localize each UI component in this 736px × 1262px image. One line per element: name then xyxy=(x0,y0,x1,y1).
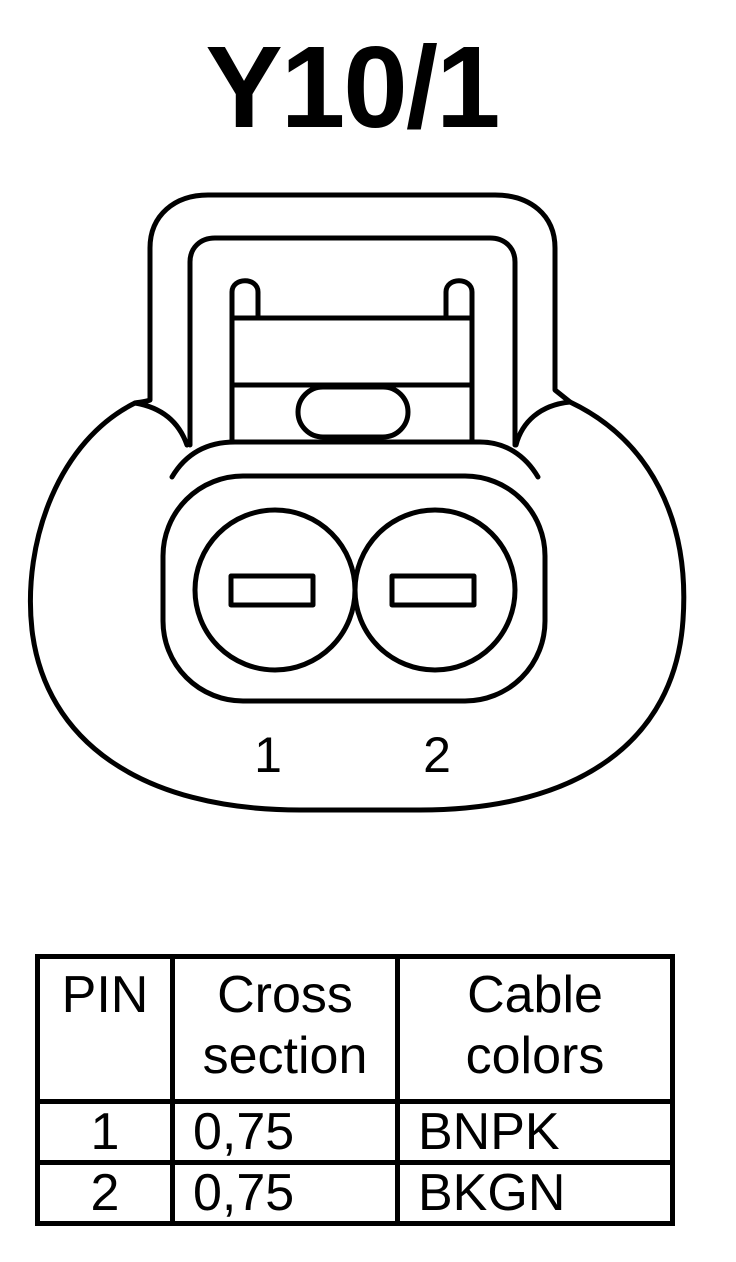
right-shoulder xyxy=(513,399,573,448)
latch-oval xyxy=(295,384,411,440)
left-shoulder xyxy=(132,400,190,448)
pin-1-slot xyxy=(228,573,316,608)
row-1-cross-section: 0,75 xyxy=(170,1099,400,1165)
row-1-cable-color: BNPK xyxy=(395,1099,675,1165)
header-pin: PIN xyxy=(35,954,175,1104)
connector-housing-outline xyxy=(27,192,687,813)
latch-base xyxy=(169,439,541,480)
row-2-cross-section: 0,75 xyxy=(170,1160,400,1226)
row-1-pin: 1 xyxy=(35,1099,175,1165)
latch-loop xyxy=(187,235,518,448)
pin-2-slot xyxy=(389,573,477,608)
header-cross-section: Cross section xyxy=(170,954,400,1104)
row-2-cable-color: BKGN xyxy=(395,1160,675,1226)
table-row: 2 0,75 BKGN xyxy=(35,1160,675,1226)
pin-2-label: 2 xyxy=(423,727,451,783)
pin-1-socket xyxy=(192,507,358,673)
table-row: 1 0,75 BNPK xyxy=(35,1099,675,1165)
pin-2-socket xyxy=(352,507,518,673)
pin-well xyxy=(160,473,548,704)
latch-tab-right xyxy=(443,278,475,443)
connector-diagram: 1 2 xyxy=(27,192,687,813)
row-2-pin: 2 xyxy=(35,1160,175,1226)
connector-title: Y10/1 xyxy=(205,22,500,152)
table-header-row: PIN Cross section Cable colors xyxy=(35,954,675,1104)
pin-1-label: 1 xyxy=(254,727,282,783)
latch-tab-left xyxy=(229,278,261,443)
header-cable-colors: Cable colors xyxy=(395,954,675,1104)
pin-assignment-table: PIN Cross section Cable colors 1 0,75 BN… xyxy=(35,954,675,1226)
